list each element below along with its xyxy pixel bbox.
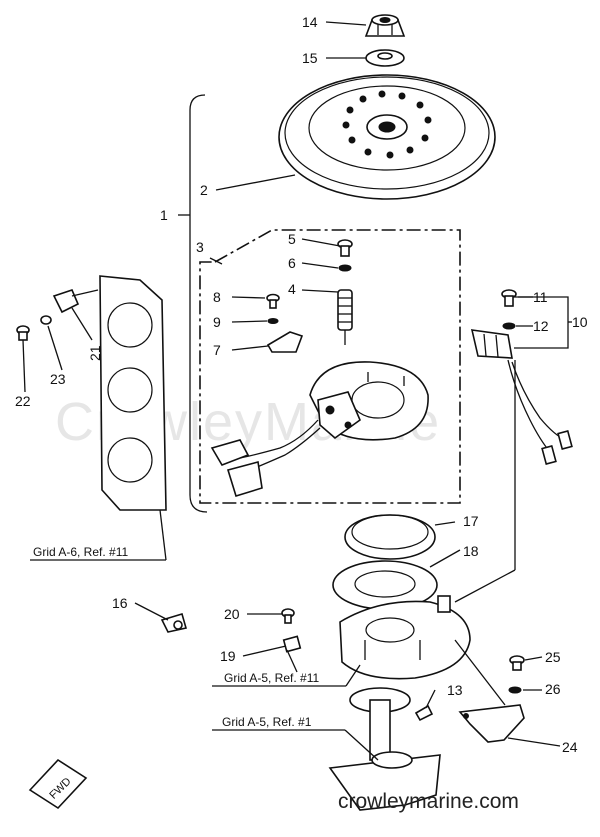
callout-2: 2 [200,182,208,198]
callout-21: 21 [87,345,103,361]
part-20-screw [281,608,295,624]
ref-grid-a5-1: Grid A-5, Ref. #1 [222,715,312,729]
part-8-screw [266,293,280,309]
callout-15: 15 [302,50,318,66]
stator-wire-harness [239,419,319,459]
leader-lines [22,21,561,761]
cylinder-gasket [99,275,167,511]
part-15-washer [365,49,405,67]
part-16-clip [160,613,188,633]
part-13-clip [414,704,434,722]
part-24-link [458,704,525,743]
callout-3: 3 [196,239,204,255]
part-23-washer [40,315,52,325]
callout-26: 26 [545,681,561,697]
part-19-washer [282,635,302,653]
part-17-ring [344,514,436,560]
callout-16: 16 [112,595,128,611]
part-4-pin [337,289,353,345]
part-14-nut [364,14,406,37]
callout-8: 8 [213,289,221,305]
part-7-clip [266,331,304,353]
callout-14: 14 [302,14,318,30]
base-plate [339,595,471,680]
callout-6: 6 [288,255,296,271]
shaft-assembly [328,687,441,811]
part-11-screw [501,289,517,307]
callout-23: 23 [50,371,66,387]
part-5-screw [337,239,353,257]
callout-17: 17 [463,513,479,529]
callout-1: 1 [160,207,168,223]
part-2-flywheel [278,74,496,200]
callout-11: 11 [533,289,548,305]
ref-grid-a5-11: Grid A-5, Ref. #11 [224,671,319,685]
callout-20: 20 [224,606,240,622]
callout-12: 12 [533,318,549,334]
part-18-collar [332,560,438,610]
group-1-bracket [189,94,208,513]
part-22-screw [16,325,30,341]
part-12-washer [502,322,516,330]
part-10-pulser-coil [470,329,573,466]
site-footer: crowleymarine.com [338,790,519,813]
callout-22: 22 [15,393,31,409]
part-6-washer [338,264,352,272]
fwd-arrow-icon: FWD [28,758,88,810]
callout-9: 9 [213,314,221,330]
stator-plate [309,361,429,441]
callout-labels: 14 15 1 2 3 5 6 4 8 9 7 11 12 10 21 23 2… [15,14,588,755]
callout-13: 13 [447,682,463,698]
callout-18: 18 [463,543,479,559]
group-3-dashed-outline [199,229,461,504]
ref-grid-a6-11: Grid A-6, Ref. #11 [33,545,128,559]
callout-19: 19 [220,648,236,664]
callout-10: 10 [572,314,588,330]
part-21-clamp [52,289,99,314]
part-9-washer [267,318,279,324]
callout-25: 25 [545,649,561,665]
callout-7: 7 [213,342,221,358]
part-26-washer [508,686,522,694]
callout-4: 4 [288,281,296,297]
stator-connector [210,439,250,466]
callout-5: 5 [288,231,296,247]
callout-24: 24 [562,739,578,755]
part-25-screw [509,655,525,671]
